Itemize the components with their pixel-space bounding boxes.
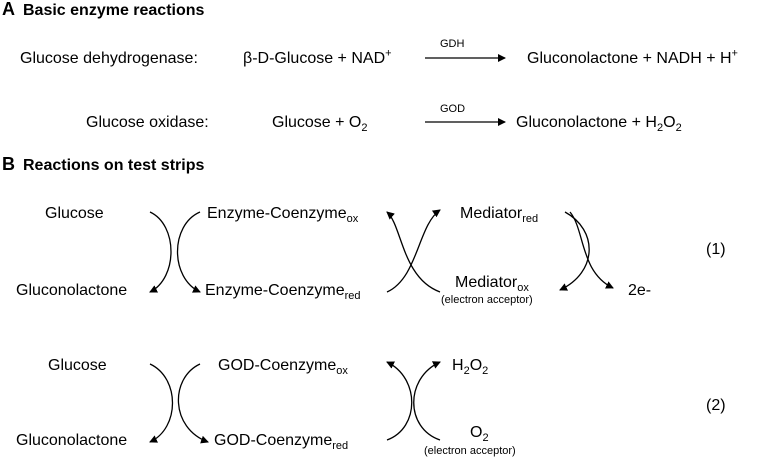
strip2-oxygen-note: (electron acceptor) <box>424 445 516 457</box>
strip1-mediator-ox-sub: ox <box>517 282 529 295</box>
strip1-coenzyme-red-sub: red <box>344 290 361 303</box>
strip2-glucose-curve <box>149 363 173 443</box>
gdh-reactant-charge: + <box>385 47 392 60</box>
strip1-coenzyme-curve <box>177 211 201 293</box>
gdh-product-charge: + <box>731 47 738 60</box>
strip2-coenzyme-ox: GOD-Coenzymeox <box>218 357 348 378</box>
strip1-mediator-curve <box>386 209 441 293</box>
strip2-coenzyme-ox-text: GOD-Coenzyme <box>218 357 337 374</box>
section-b-letter: B <box>2 154 15 174</box>
strip1-mediator-red-sub: red <box>522 213 539 226</box>
strip1-gluconolactone: Gluconolactone <box>16 282 128 299</box>
strip2-peroxide-o: O <box>469 357 483 374</box>
strip2-number: (2) <box>706 397 726 414</box>
section-b-heading: B Reactions on test strips <box>2 155 204 174</box>
section-b-title: Reactions on test strips <box>23 157 205 174</box>
strip2-oxygen-curve <box>413 361 441 441</box>
strip2-oxygen-sub: 2 <box>482 432 489 445</box>
section-a-letter: A <box>2 0 15 19</box>
strip1-coenzyme-red-text: Enzyme-Coenzyme <box>205 282 345 299</box>
god-product-sub2: 2 <box>675 122 682 135</box>
strip1-coenzyme-ox-sub: ox <box>346 213 359 226</box>
god-reactant-sub: 2 <box>361 122 368 135</box>
gdh-reactants: β-D-Glucose + NAD+ <box>243 47 392 67</box>
strip2-gluconolactone: Gluconolactone <box>16 432 128 449</box>
strip2-peroxide-sub1: 2 <box>463 365 470 378</box>
god-reaction-name: Glucose oxidase: <box>86 114 209 131</box>
strip2-coenzyme-regen-curve <box>386 361 413 441</box>
strip2-oxygen: O2 <box>470 424 489 445</box>
gdh-reaction-name: Glucose dehydrogenase: <box>20 50 198 67</box>
gdh-reactant-text: β-D-Glucose + NAD <box>243 50 386 67</box>
strip1-mediator-red: Mediatorred <box>460 205 539 226</box>
strip1-mediator-ox: Mediatorox <box>455 274 529 295</box>
strip1-glucose-curve <box>149 211 172 293</box>
strip1-electrons: 2e- <box>628 282 652 299</box>
god-reactant-text: Glucose + O <box>272 114 362 131</box>
strip2-peroxide-h: H <box>452 357 464 374</box>
strip2-glucose: Glucose <box>48 357 107 374</box>
strip1-number: (1) <box>706 241 726 258</box>
gdh-product-text: Gluconolactone + NADH + H <box>527 50 732 67</box>
strip1-glucose: Glucose <box>45 205 104 222</box>
god-reactants: Glucose + O2 <box>272 114 368 135</box>
strip1-coenzyme-ox: Enzyme-Coenzymeox <box>207 205 359 226</box>
strip1-mediator-ox-text: Mediator <box>455 274 518 291</box>
gdh-products: Gluconolactone + NADH + H+ <box>527 47 738 67</box>
strip2-coenzyme-red-text: GOD-Coenzyme <box>214 432 333 449</box>
strip1-coenzyme-ox-text: Enzyme-Coenzyme <box>207 205 347 222</box>
strip1-coenzyme-regen-curve <box>386 211 441 293</box>
gdh-enzyme-label: GDH <box>440 38 465 50</box>
god-product-sub1: 2 <box>656 122 664 135</box>
god-products: Gluconolactone + H2O2 <box>516 114 682 135</box>
strip2-peroxide: H2O2 <box>452 357 489 378</box>
strip1-mediator-note: (electron acceptor) <box>441 294 533 306</box>
strip2-coenzyme-red: GOD-Coenzymered <box>214 432 349 453</box>
section-a-title: Basic enzyme reactions <box>23 2 205 19</box>
strip2-oxygen-text: O <box>470 424 483 441</box>
strip2-coenzyme-red-sub: red <box>332 440 349 453</box>
god-enzyme-label: GOD <box>440 103 466 115</box>
strip2-coenzyme-curve <box>177 363 209 444</box>
strip1-coenzyme-red: Enzyme-Coenzymered <box>205 282 361 303</box>
strip1-mediator-red-text: Mediator <box>460 205 523 222</box>
strip2-peroxide-sub2: 2 <box>482 365 489 378</box>
section-a-heading: A Basic enzyme reactions <box>2 0 204 19</box>
god-product-mid: O <box>663 114 676 131</box>
strip1-electron-curve <box>569 211 614 289</box>
strip2-coenzyme-ox-sub: ox <box>336 365 348 378</box>
god-product-text: Gluconolactone + H <box>516 114 657 131</box>
